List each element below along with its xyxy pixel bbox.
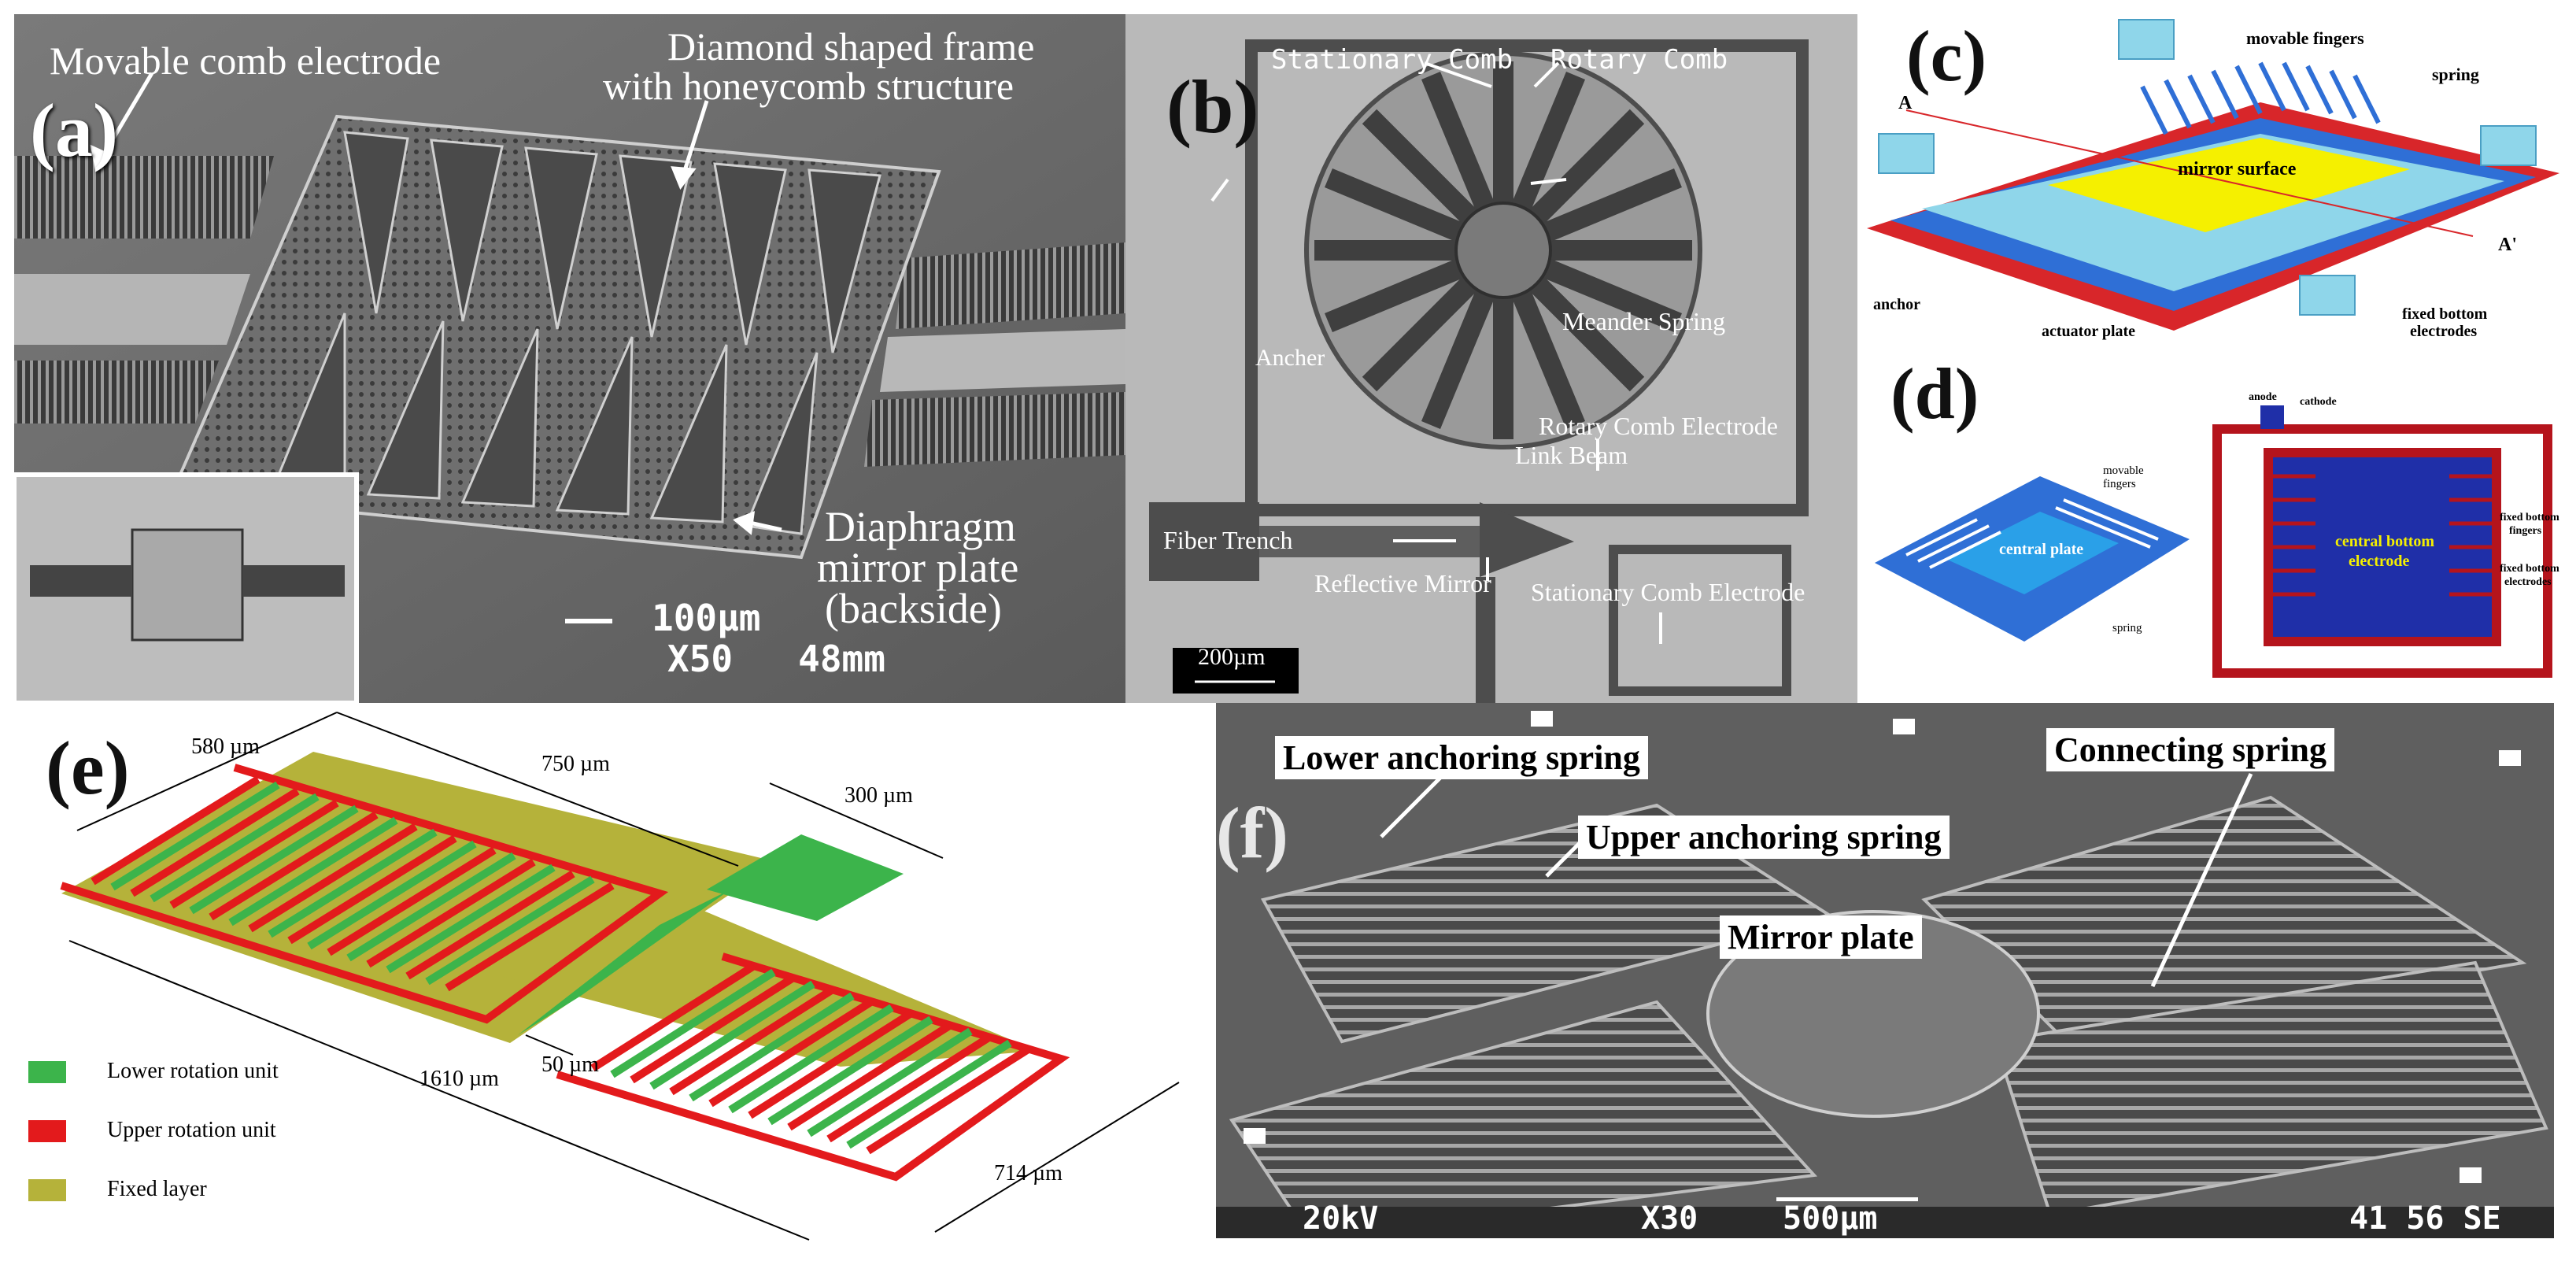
footer-mag: X30	[1641, 1200, 1698, 1237]
label-reflective-mirror: Reflective Mirror	[1314, 569, 1491, 597]
label-rotary-comb-electrode: Rotary Comb Electrode	[1539, 412, 1778, 440]
label-lower-anchoring-spring: Lower anchoring spring	[1275, 736, 1648, 779]
panel-f-tag: (f)	[1216, 793, 1288, 873]
label-mirror-1: Diaphragm	[825, 503, 1016, 550]
dimension-lines	[68, 712, 1180, 1241]
label-movable-fingers-c: movable fingers	[2246, 28, 2364, 48]
label-spring-d: spring	[2112, 622, 2142, 634]
label-fixed-bottom-c2: electrodes	[2410, 323, 2478, 340]
upper-rotation-unit-a	[60, 764, 669, 1024]
label-a-c: A	[1898, 93, 1913, 113]
label-diamond-frame-1: Diamond shaped frame	[667, 24, 1035, 68]
label-fixed-electrodes-1: fixed bottom	[2500, 563, 2559, 575]
panel-e-figure	[28, 712, 1180, 1241]
label-meander-spring: Meander Spring	[1562, 307, 1726, 335]
label-anchor: Ancher	[1255, 345, 1325, 371]
label-cathode: cathode	[2300, 396, 2337, 408]
comb-left-upper	[14, 156, 274, 239]
label-stationary-comb-electrode: Stationary Comb Electrode	[1531, 578, 1805, 606]
scale-bar-a	[565, 619, 612, 623]
label-comb-electrode: Movable comb electrode	[50, 39, 442, 83]
spring-lower-right	[1993, 960, 2548, 1217]
label-link-beam: Link Beam	[1515, 441, 1628, 469]
label-fiber-trench: Fiber Trench	[1163, 526, 1293, 554]
scale-label-b: 200µm	[1198, 644, 1266, 670]
label-fixed-electrodes-2: electrodes	[2504, 576, 2552, 588]
inset-image	[14, 472, 359, 703]
legend-upper-rotation: Upper rotation unit	[107, 1118, 276, 1142]
footer-scale-bar	[1776, 1197, 1918, 1201]
spring-lower-left	[1229, 1000, 1818, 1238]
label-central-plate: central plate	[1999, 541, 2084, 558]
panel-c: (c) movable fingers spring mirror surfac…	[1859, 8, 2575, 358]
dim-50: 50 µm	[541, 1052, 599, 1077]
lower-rotation-unit-a	[110, 781, 595, 986]
rotary-comb-drive	[1304, 51, 1702, 449]
footer-kv: 20kV	[1303, 1200, 1379, 1237]
label-movable-d2: fingers	[2103, 478, 2136, 490]
mag-label-a: X50 48mm	[667, 638, 885, 680]
fixed-bottom-electrodes	[2212, 424, 2552, 678]
label-fixed-bottom-c1: fixed bottom	[2402, 305, 2488, 323]
label-upper-anchoring-spring: Upper anchoring spring	[1578, 816, 1950, 859]
panel-e: (e) 580 µm 750 µm 300 µm 1610 µm 50 µm 7…	[14, 705, 1214, 1256]
panel-b-tag: (b)	[1166, 65, 1259, 149]
mirror-pad	[707, 834, 904, 921]
panel-a-tag: (a)	[30, 88, 118, 172]
label-fixed-fingers-1: fixed bottom	[2500, 512, 2559, 523]
label-mirror-plate: Mirror plate	[1720, 915, 1922, 959]
mirror-plate	[1706, 910, 2040, 1118]
comb-right	[896, 242, 1125, 329]
dim-580: 580 µm	[191, 734, 260, 759]
label-stationary-comb: Stationary Comb	[1271, 44, 1513, 76]
panel-c-figure	[1867, 19, 2559, 331]
label-central-bottom-1: central bottom	[2335, 533, 2435, 550]
panel-f: (f) Lower anchoring spring Connecting sp…	[1216, 703, 2554, 1238]
label-spring-c: spring	[2432, 65, 2479, 84]
panel-d-tag: (d)	[1890, 358, 1979, 434]
dim-714: 714 µm	[994, 1161, 1063, 1185]
legend-lower-rotation: Lower rotation unit	[107, 1059, 279, 1083]
label-mirror-3: (backside)	[825, 585, 1002, 632]
label-mirror-surface: mirror surface	[2178, 159, 2297, 179]
footer-scale: 500µm	[1783, 1200, 1878, 1237]
panel-a: (a) Movable comb electrode Diamond shape…	[14, 14, 1125, 703]
label-a-prime-c: A'	[2498, 235, 2517, 255]
panel-b-figure	[1125, 14, 1857, 703]
label-connecting-spring: Connecting spring	[2046, 728, 2334, 771]
panel-a-figure	[14, 14, 1125, 703]
panel-d-figure	[1875, 405, 2552, 678]
mirror-surface	[2048, 138, 2410, 232]
label-movable-d1: movable	[2103, 464, 2144, 477]
scale-label-a: 100µm	[652, 597, 761, 639]
label-rotary-comb: Rotary Comb	[1550, 44, 1728, 76]
panel-e-tag: (e)	[46, 726, 130, 810]
legend-fixed-layer: Fixed layer	[107, 1177, 207, 1201]
label-central-bottom-2: electrode	[2349, 553, 2410, 570]
dim-300: 300 µm	[844, 783, 913, 808]
panel-f-figure	[1216, 703, 2554, 1238]
footer-id: 41 56 SE	[2349, 1200, 2501, 1237]
label-mirror-2: mirror plate	[817, 544, 1019, 591]
panel-d: (d) movable fingers central plate spring…	[1859, 358, 2575, 689]
label-actuator-plate: actuator plate	[2042, 323, 2136, 340]
central-plate	[1946, 512, 2119, 594]
label-anchor-c: anchor	[1873, 296, 1920, 313]
panel-b: (b) Stationary Comb Rotary Comb Ancher M…	[1125, 14, 1857, 703]
dim-1610: 1610 µm	[419, 1067, 499, 1091]
dim-750: 750 µm	[541, 752, 610, 776]
panel-c-tag: (c)	[1906, 16, 1987, 96]
lower-rotation-unit-b	[610, 968, 1012, 1149]
upper-rotation-unit-b	[556, 952, 1070, 1182]
label-diamond-frame-2: with honeycomb structure	[603, 64, 1015, 108]
label-fixed-fingers-2: fingers	[2509, 525, 2542, 537]
label-anode: anode	[2249, 391, 2277, 403]
